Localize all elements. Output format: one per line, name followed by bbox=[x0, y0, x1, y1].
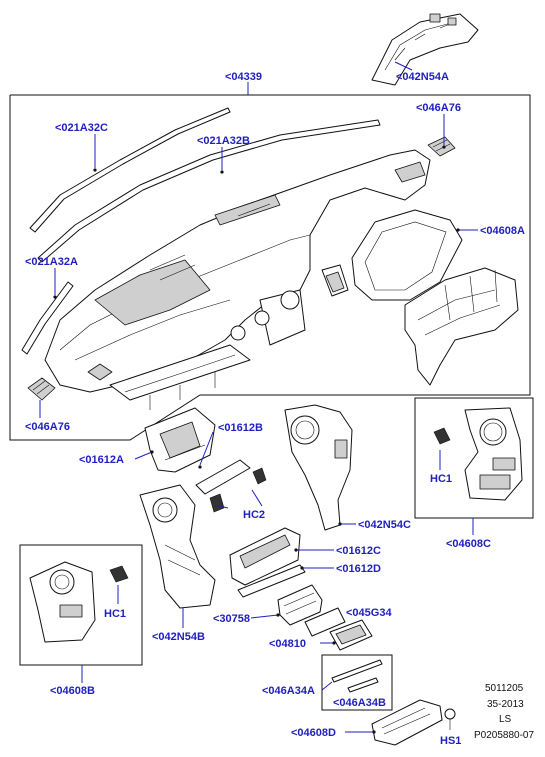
part-01612C-panel bbox=[229, 527, 301, 586]
part-01612A-display-housing bbox=[144, 407, 216, 473]
hc1-clip-left bbox=[109, 565, 129, 583]
label-01612A: <01612A bbox=[79, 454, 124, 466]
inset-box-04608B bbox=[19, 544, 143, 666]
main-assembly-frame bbox=[9, 94, 531, 441]
ref-line-4: P0205880-07 bbox=[474, 730, 534, 741]
part-04608D-switch-pack bbox=[371, 699, 443, 746]
reference-block: 5011205 35-2013 LS P0205880-07 bbox=[474, 683, 534, 741]
hs1-fastener bbox=[444, 708, 456, 730]
ref-line-3: LS bbox=[499, 714, 512, 725]
part-046A76-vent-top bbox=[427, 136, 456, 157]
leader-lines bbox=[39, 61, 478, 733]
part-021A32C-strip bbox=[29, 107, 231, 233]
label-021A32A: <021A32A bbox=[25, 256, 78, 268]
hc1-clip-right bbox=[433, 427, 451, 445]
label-021A32C: <021A32C bbox=[55, 122, 108, 134]
part-046A76-vent-left bbox=[27, 377, 56, 401]
part-04810-tray bbox=[329, 619, 373, 651]
label-04810: <04810 bbox=[269, 638, 306, 650]
label-046A34B: <046A34B bbox=[333, 697, 386, 709]
leader-dots bbox=[53, 145, 460, 734]
inset-box-046A34 bbox=[321, 654, 393, 711]
part-04608A-cover bbox=[351, 209, 463, 301]
part-042N54A-bracket bbox=[371, 13, 479, 86]
label-HC2: HC2 bbox=[243, 509, 265, 521]
part-30758-unit bbox=[277, 584, 323, 626]
label-046A76-left: <046A76 bbox=[25, 421, 70, 433]
label-046A76-top: <046A76 bbox=[416, 102, 461, 114]
part-021A32A-strip bbox=[21, 281, 74, 355]
part-04608B-bezel bbox=[29, 561, 96, 643]
part-042N54B-bezel bbox=[139, 484, 216, 609]
label-046A34A: <046A34A bbox=[262, 685, 315, 697]
label-04608D: <04608D bbox=[291, 727, 336, 739]
label-042N54B: <042N54B bbox=[152, 631, 205, 643]
part-021A32B-strip bbox=[37, 119, 381, 263]
label-042N54A: <042N54A bbox=[396, 71, 449, 83]
label-30758: <30758 bbox=[213, 613, 250, 625]
small-bracket bbox=[321, 264, 349, 297]
label-01612B: <01612B bbox=[218, 422, 263, 434]
ref-line-2: 35-2013 bbox=[487, 699, 524, 710]
part-042N54C-bracket bbox=[284, 404, 353, 531]
inset-box-04608C bbox=[414, 397, 534, 519]
label-045G34: <045G34 bbox=[346, 607, 392, 619]
label-HC1-right: HC1 bbox=[430, 473, 452, 485]
label-042N54C: <042N54C bbox=[358, 519, 411, 531]
label-04608C: <04608C bbox=[446, 538, 491, 550]
part-045G34-panel bbox=[304, 607, 346, 637]
part-01612D-frame bbox=[237, 564, 306, 598]
label-021A32B: <021A32B bbox=[197, 135, 250, 147]
hc2-clips bbox=[209, 467, 267, 513]
label-HS1: HS1 bbox=[440, 735, 461, 747]
label-04608B: <04608B bbox=[50, 685, 95, 697]
label-HC1-left: HC1 bbox=[104, 608, 126, 620]
knee-bolster-bracket bbox=[404, 267, 519, 386]
part-04608C-bezel bbox=[464, 407, 523, 501]
label-01612C: <01612C bbox=[336, 545, 381, 557]
ref-line-1: 5011205 bbox=[485, 683, 524, 694]
dashboard-main-body bbox=[44, 149, 431, 410]
part-labels: <04339 <042N54A <021A32C <021A32B <046A7… bbox=[25, 71, 525, 747]
part-046A34B-strip bbox=[347, 677, 379, 693]
part-01612B-trim bbox=[195, 459, 251, 495]
label-01612D: <01612D bbox=[336, 563, 381, 575]
label-04608A: <04608A bbox=[480, 225, 525, 237]
label-04339: <04339 bbox=[225, 71, 262, 83]
part-046A34A-strip bbox=[331, 659, 383, 683]
